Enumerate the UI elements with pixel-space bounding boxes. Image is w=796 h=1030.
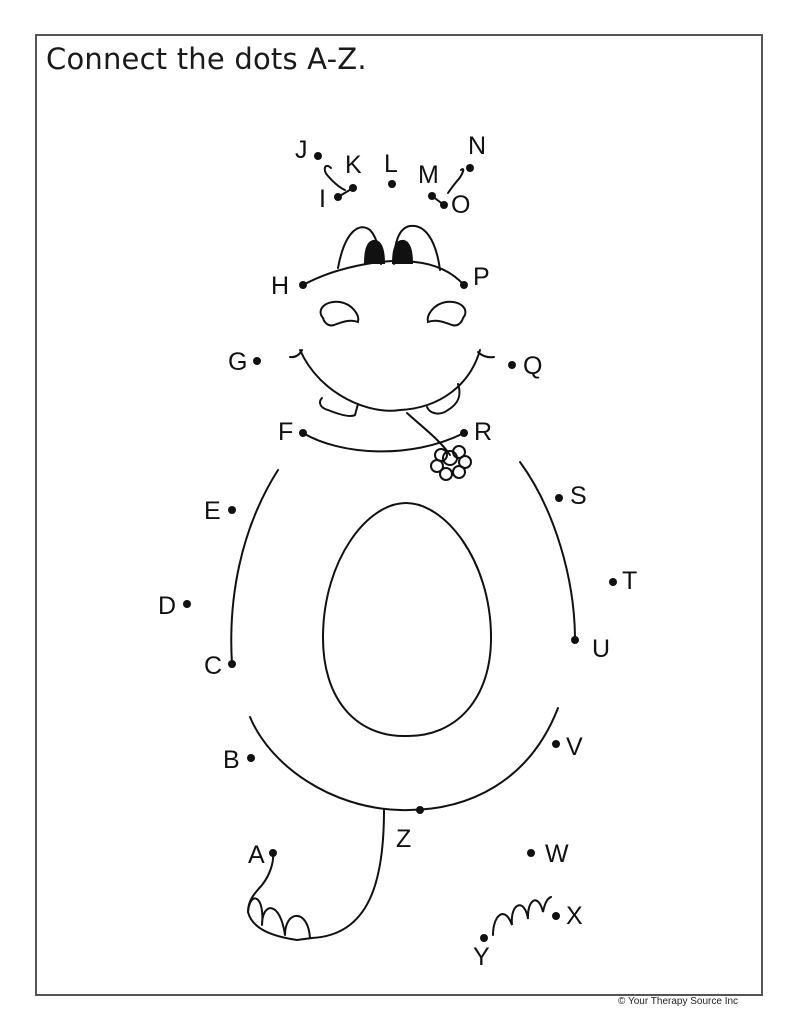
dot-t[interactable] [609, 578, 617, 586]
toes [247, 897, 311, 939]
dot-label-g: G [228, 348, 248, 376]
dot-label-q: Q [523, 352, 543, 380]
lower-body-arc [249, 707, 559, 812]
dot-label-j: J [295, 136, 308, 164]
dot-label-t: T [622, 567, 638, 595]
dot-z[interactable] [416, 806, 424, 814]
dot-u[interactable] [571, 636, 579, 644]
antenna-left [323, 164, 346, 191]
flower-icon [430, 445, 472, 481]
antenna-right [447, 168, 465, 194]
dot-w[interactable] [527, 849, 535, 857]
dot-f[interactable] [299, 429, 307, 437]
foot-curls [492, 896, 552, 936]
mouth [299, 349, 481, 412]
dot-label-h: H [271, 272, 290, 300]
worksheet-title: Connect the dots A-Z. [46, 42, 367, 76]
dot-label-d: D [158, 592, 177, 620]
dot-x[interactable] [552, 912, 560, 920]
copyright-footer: © Your Therapy Source Inc [618, 996, 739, 1007]
body-right-arc [519, 461, 576, 641]
dot-label-a: A [248, 841, 265, 869]
dot-label-o: O [451, 191, 471, 219]
dot-label-v: V [566, 733, 583, 761]
dot-i[interactable] [334, 193, 342, 201]
tooth-right [426, 383, 461, 415]
dot-e[interactable] [228, 506, 236, 514]
dot-a[interactable] [269, 849, 277, 857]
dot-o[interactable] [440, 201, 448, 209]
dot-s[interactable] [555, 494, 563, 502]
dot-label-u: U [592, 635, 611, 663]
dot-n[interactable] [466, 164, 474, 172]
dot-label-p: P [473, 263, 490, 291]
nostril-right [426, 300, 467, 327]
pupil-left [363, 239, 386, 264]
dot-q[interactable] [508, 361, 516, 369]
dot-label-l: L [384, 150, 398, 178]
dot-label-n: N [468, 132, 487, 160]
dot-j[interactable] [314, 152, 322, 160]
dot-label-w: W [545, 840, 569, 868]
worksheet-border [35, 34, 763, 996]
dot-g[interactable] [253, 357, 261, 365]
dot-label-s: S [570, 482, 587, 510]
dot-label-k: K [345, 151, 362, 179]
dot-b[interactable] [247, 754, 255, 762]
dot-p[interactable] [460, 281, 468, 289]
dot-label-r: R [474, 418, 493, 446]
body-left-arc [230, 469, 279, 665]
dot-label-i: I [319, 185, 326, 213]
dot-r[interactable] [460, 429, 468, 437]
dot-label-x: X [566, 902, 583, 930]
belly-egg [321, 501, 493, 738]
dot-label-b: B [223, 746, 240, 774]
dot-label-f: F [278, 418, 294, 446]
dot-l[interactable] [388, 180, 396, 188]
dot-label-e: E [204, 497, 221, 525]
dot-m[interactable] [428, 192, 436, 200]
dot-label-c: C [204, 652, 223, 680]
collar-arc [302, 432, 465, 453]
leg [246, 809, 385, 942]
dot-c[interactable] [228, 660, 236, 668]
tooth-left [319, 397, 359, 418]
dot-label-y: Y [473, 943, 490, 971]
dot-k[interactable] [349, 184, 357, 192]
head-arc [302, 259, 465, 286]
dot-y[interactable] [480, 934, 488, 942]
dot-h[interactable] [299, 281, 307, 289]
dot-v[interactable] [552, 740, 560, 748]
nostril-left [319, 300, 360, 327]
dot-label-m: M [418, 161, 439, 189]
dot-d[interactable] [183, 600, 191, 608]
dot-label-z: Z [396, 825, 412, 853]
pupil-right [391, 239, 414, 264]
